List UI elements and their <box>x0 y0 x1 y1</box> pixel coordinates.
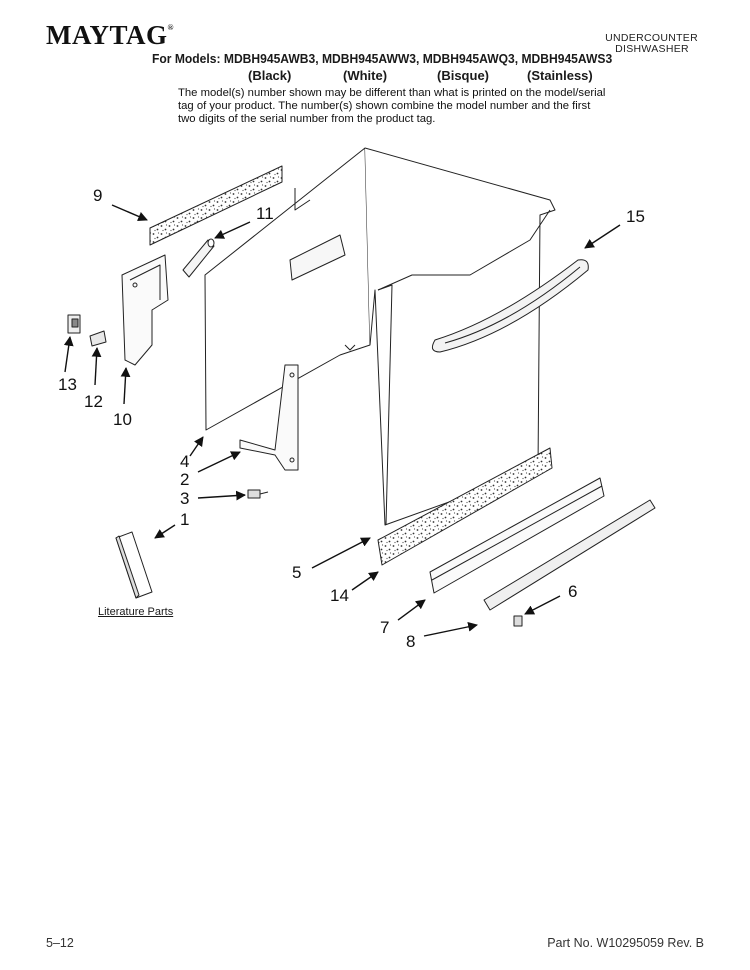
callout-2: 2 <box>180 470 190 489</box>
part-14-toe-strip <box>377 447 553 566</box>
callout-4: 4 <box>180 452 190 471</box>
callout-11: 11 <box>256 204 274 223</box>
part-9-strip <box>149 165 283 246</box>
part-2-hinge <box>239 364 299 471</box>
callout-6: 6 <box>568 582 578 601</box>
product-type-line1: UNDERCOUNTER <box>605 32 698 44</box>
brand-logo: MAYTAG® <box>46 20 174 50</box>
callout-15: 15 <box>626 207 645 226</box>
part-6-lower-panel <box>483 499 656 611</box>
part-13-clip <box>67 314 81 334</box>
callout-13: 13 <box>58 375 77 394</box>
callout-10: 10 <box>113 410 132 429</box>
part-7-kick-panel <box>429 477 605 594</box>
part-3-screw <box>247 489 269 499</box>
callout-7: 7 <box>380 618 390 637</box>
models-line: For Models: MDBH945AWB3, MDBH945AWW3, MD… <box>152 51 613 66</box>
part-number: Part No. W10295059 Rev. B <box>547 936 704 950</box>
callout-5: 5 <box>292 563 302 582</box>
product-type: UNDERCOUNTER DISHWASHER <box>605 33 698 55</box>
color-white: (White) <box>343 68 388 83</box>
color-black: (Black) <box>248 68 292 83</box>
part-1-literature <box>115 531 153 599</box>
color-bisque: (Bisque) <box>437 68 489 83</box>
part-10-bracket <box>121 254 169 366</box>
product-type-line2: DISHWASHER <box>615 43 689 55</box>
model-note: The model(s) number shown may be differe… <box>178 87 606 126</box>
part-8-screw <box>513 615 523 627</box>
literature-parts-label: Literature Parts <box>98 606 174 618</box>
callout-3: 3 <box>180 489 190 508</box>
callout-1: 1 <box>180 510 190 529</box>
part-15-handle <box>431 259 589 353</box>
part-11-tube <box>182 238 215 278</box>
part-12-pad <box>89 330 107 347</box>
callout-14: 14 <box>330 586 349 605</box>
part-4-side-panel <box>204 147 371 431</box>
color-stainless: (Stainless) <box>527 68 593 83</box>
callout-12: 12 <box>84 392 103 411</box>
page-number: 5–12 <box>46 936 74 950</box>
callout-8: 8 <box>406 632 416 651</box>
callout-9: 9 <box>93 186 103 205</box>
